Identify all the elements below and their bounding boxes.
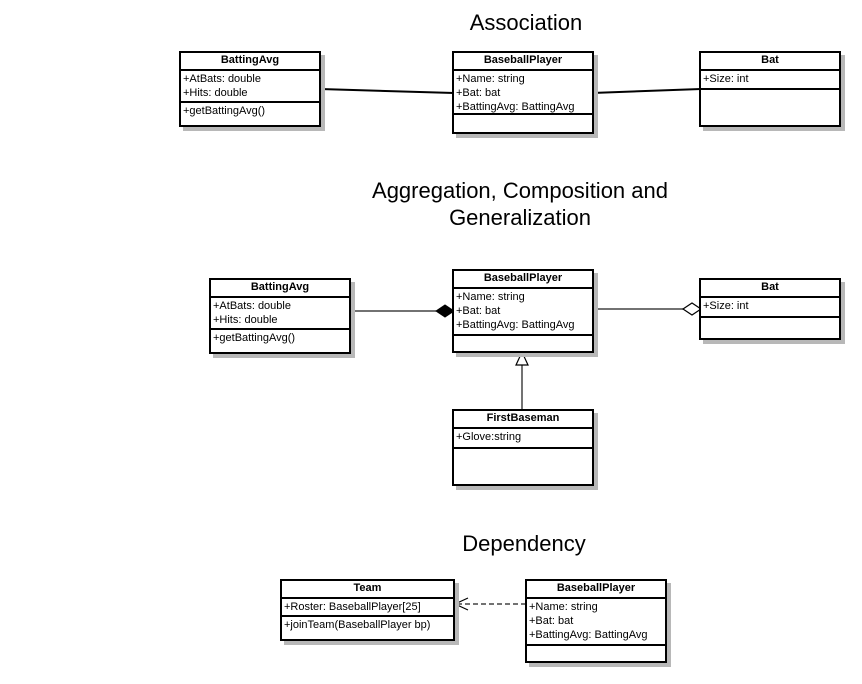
attribute: +BattingAvg: BattingAvg: [456, 101, 575, 113]
attribute: +Hits: double: [213, 314, 278, 326]
attributes-compartment: +Size: int: [701, 298, 839, 318]
class-name: BaseballPlayer: [527, 581, 665, 599]
class-box-bat[interactable]: Bat +Size: int: [699, 278, 841, 340]
association-line-player-bat: [591, 88, 702, 94]
attribute: +AtBats: double: [183, 73, 261, 85]
class-box-baseballplayer[interactable]: BaseballPlayer +Name: string +Bat: bat +…: [525, 579, 667, 663]
attributes-compartment: +Name: string +Bat: bat +BattingAvg: Bat…: [454, 289, 592, 336]
attribute: +Roster: BaseballPlayer[25]: [284, 601, 421, 613]
class-name: FirstBaseman: [454, 411, 592, 429]
attributes-compartment: +AtBats: double +Hits: double: [181, 71, 319, 103]
dependency-title: Dependency: [462, 531, 586, 556]
attribute: +Size: int: [703, 300, 749, 312]
class-name: Bat: [701, 53, 839, 71]
attribute: +Hits: double: [183, 87, 248, 99]
class-box-firstbaseman[interactable]: FirstBaseman +Glove:string: [452, 409, 594, 486]
attribute: +Name: string: [456, 291, 525, 303]
operations-compartment: [454, 115, 592, 117]
attribute: +BattingAvg: BattingAvg: [456, 319, 575, 331]
attribute: +Name: string: [529, 601, 598, 613]
attribute: +Glove:string: [456, 431, 522, 443]
association-title: Association: [469, 10, 583, 35]
attributes-compartment: +Roster: BaseballPlayer[25]: [282, 599, 453, 617]
operations-compartment: +joinTeam(BaseballPlayer bp): [282, 617, 453, 633]
class-box-battingavg[interactable]: BattingAvg +AtBats: double +Hits: double…: [209, 278, 351, 354]
dependency-arrowhead: [453, 597, 469, 611]
attribute: +Bat: bat: [529, 615, 574, 627]
operations-compartment: [701, 90, 839, 92]
operations-compartment: +getBattingAvg(): [211, 330, 349, 346]
operation: +getBattingAvg(): [183, 105, 266, 117]
operation: +getBattingAvg(): [213, 332, 296, 344]
class-box-bat[interactable]: Bat +Size: int: [699, 51, 841, 127]
class-box-team[interactable]: Team +Roster: BaseballPlayer[25] +joinTe…: [280, 579, 455, 641]
class-name: Bat: [701, 280, 839, 298]
attributes-compartment: +Size: int: [701, 71, 839, 90]
attribute: +Bat: bat: [456, 305, 501, 317]
attribute: +Bat: bat: [456, 87, 501, 99]
attributes-compartment: +AtBats: double +Hits: double: [211, 298, 349, 330]
attribute: +AtBats: double: [213, 300, 291, 312]
operations-compartment: [701, 318, 839, 320]
aggregation-title: Aggregation, Composition and Generalizat…: [372, 178, 668, 230]
attribute: +Name: string: [456, 73, 525, 85]
operation: +joinTeam(BaseballPlayer bp): [284, 619, 431, 631]
class-box-battingavg[interactable]: BattingAvg +AtBats: double +Hits: double…: [179, 51, 321, 127]
association-line-battingavg-player: [319, 88, 455, 94]
class-box-baseballplayer[interactable]: BaseballPlayer +Name: string +Bat: bat +…: [452, 269, 594, 353]
class-name: BaseballPlayer: [454, 53, 592, 71]
operations-compartment: [454, 449, 592, 451]
class-name: Team: [282, 581, 453, 599]
class-name: BaseballPlayer: [454, 271, 592, 289]
generalization-arrow: [515, 350, 529, 366]
attributes-compartment: +Glove:string: [454, 429, 592, 449]
attributes-compartment: +Name: string +Bat: bat +BattingAvg: Bat…: [527, 599, 665, 646]
class-name: BattingAvg: [181, 53, 319, 71]
class-name: BattingAvg: [211, 280, 349, 298]
attribute: +BattingAvg: BattingAvg: [529, 629, 648, 641]
attribute: +Size: int: [703, 73, 749, 85]
class-box-baseballplayer[interactable]: BaseballPlayer +Name: string +Bat: bat +…: [452, 51, 594, 134]
operations-compartment: [527, 646, 665, 648]
attributes-compartment: +Name: string +Bat: bat +BattingAvg: Bat…: [454, 71, 592, 115]
operations-compartment: +getBattingAvg(): [181, 103, 319, 119]
operations-compartment: [454, 336, 592, 338]
